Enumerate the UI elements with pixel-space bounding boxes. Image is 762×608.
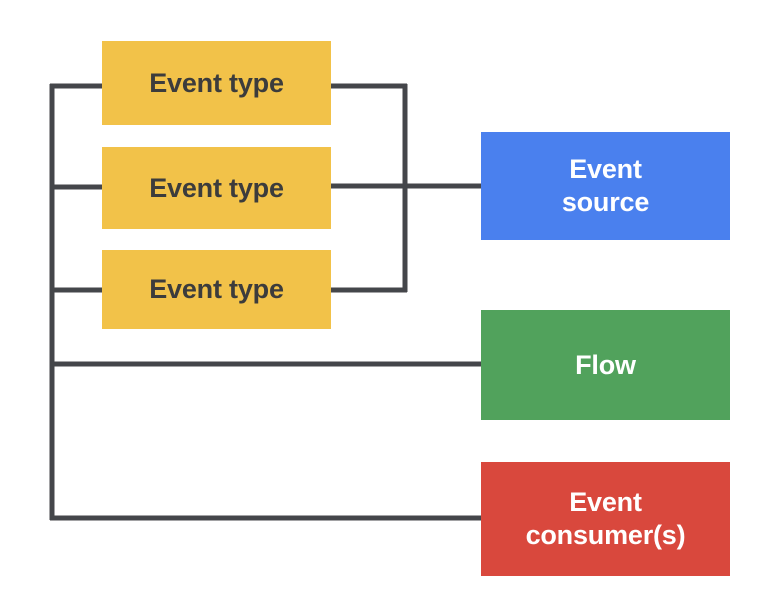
node-event-source[interactable]: Event source xyxy=(481,132,730,240)
node-flow[interactable]: Flow xyxy=(481,310,730,420)
node-event-type-2-label: Event type xyxy=(149,172,284,203)
node-event-type-3-label: Event type xyxy=(149,274,284,305)
node-event-type-1-label: Event type xyxy=(149,67,284,98)
node-event-type-3[interactable]: Event type xyxy=(102,250,331,329)
node-event-type-2[interactable]: Event type xyxy=(102,147,331,229)
node-event-type-1[interactable]: Event type xyxy=(102,41,331,125)
node-event-consumer-label: Event consumer(s) xyxy=(525,487,686,550)
node-event-source-label: Event source xyxy=(561,154,650,217)
node-flow-label: Flow xyxy=(575,349,636,380)
node-event-consumer[interactable]: Event consumer(s) xyxy=(481,462,730,576)
